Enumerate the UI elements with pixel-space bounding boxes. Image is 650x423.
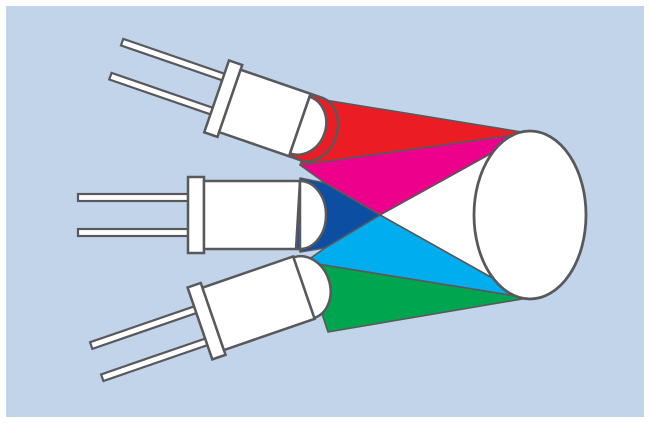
led-body: [202, 179, 302, 251]
led-lens: [291, 254, 332, 320]
led-lead: [76, 227, 198, 238]
blue-led: [76, 175, 328, 255]
red-led: [107, 37, 340, 163]
led-lens: [298, 179, 328, 251]
green-led: [88, 254, 332, 383]
led-flange: [186, 175, 206, 255]
led-lead: [76, 192, 198, 203]
led-lens: [288, 95, 328, 156]
target-screen: [472, 129, 588, 301]
